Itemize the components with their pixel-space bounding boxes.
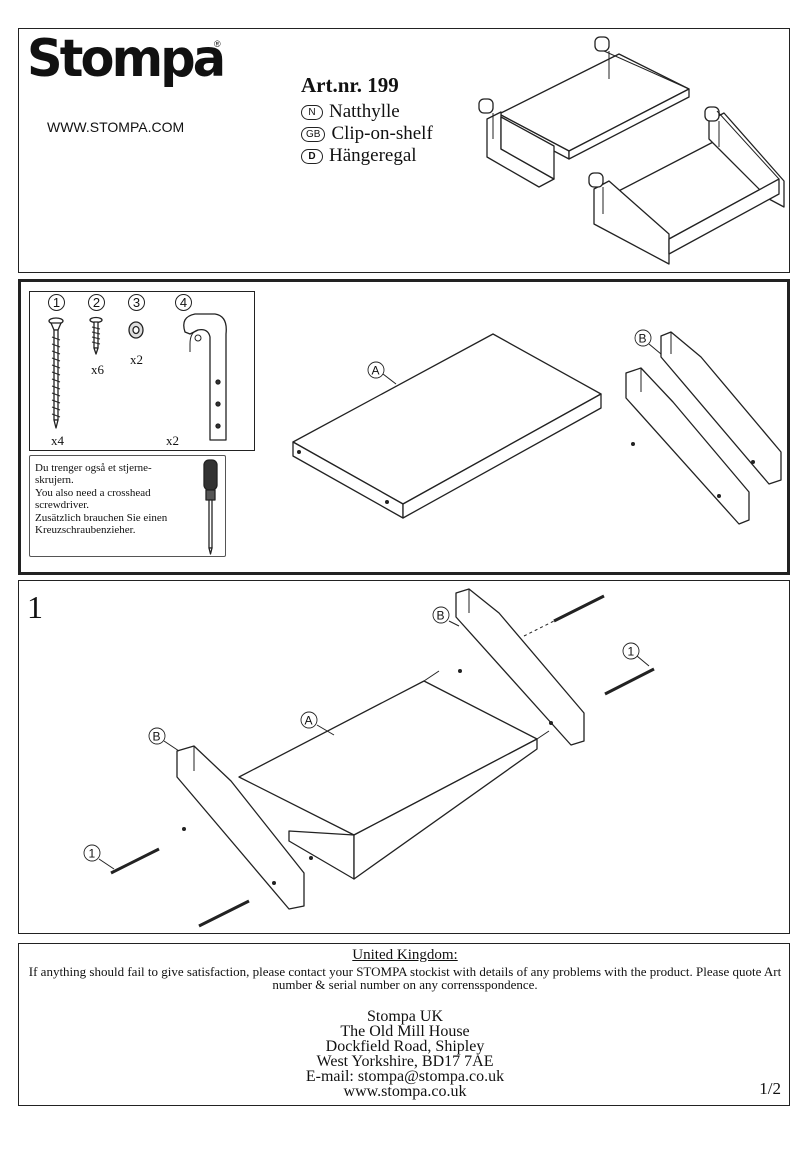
long-screw-icon: [48, 317, 64, 429]
label-b-left: B: [153, 730, 161, 744]
lang-code-badge: D: [301, 148, 323, 164]
part-qty: x6: [91, 362, 104, 377]
address-line: Dockfield Road, Shipley: [325, 1038, 485, 1055]
screw-right-top: [523, 594, 605, 637]
step-number: 1: [27, 589, 43, 625]
registered-mark: ®: [214, 39, 221, 49]
label-1-right: 1: [628, 645, 635, 659]
tool-note-en: You also need a crosshead screwdriver.: [35, 487, 151, 511]
lang-code-badge: GB: [301, 126, 326, 142]
lang-product-name: Natthylle: [329, 101, 400, 122]
part-qty: x2: [130, 352, 143, 367]
tool-note-no: Du trenger også et stjerne-skrujern.: [35, 462, 152, 486]
language-row-gb: GB Clip-on-shelf: [301, 123, 433, 145]
label-a: A: [305, 714, 313, 728]
washer-icon: [128, 321, 144, 339]
page-number: 1/2: [759, 1079, 781, 1098]
shelf-board-a: [238, 670, 550, 880]
address-line: The Old Mill House: [340, 1023, 470, 1040]
address-website: www.stompa.co.uk: [343, 1083, 467, 1100]
part-item-3: 3: [128, 294, 145, 312]
website-text: WWW.STOMPA.COM: [47, 119, 185, 135]
step1-assembly-drawing: B B A 1 1: [83, 588, 655, 928]
brand-logo: Stompa: [27, 29, 226, 89]
label-b: B: [639, 332, 647, 346]
screwdriver-icon: [203, 459, 218, 555]
hardware-list-box: 1 2 3 4 x4 x6 x2 x2: [29, 291, 255, 451]
side-panel-b-pair: B: [625, 329, 782, 525]
language-row-n: N Natthylle: [301, 101, 400, 123]
step1-panel: 1: [18, 580, 790, 934]
address-line: West Yorkshire, BD17 7AE: [316, 1053, 494, 1070]
short-screw-icon: [89, 316, 103, 355]
lang-product-name: Hängeregal: [329, 145, 417, 166]
address-email: E-mail: stompa@stompa.co.uk: [305, 1068, 505, 1085]
side-panel-b-right: [455, 588, 585, 746]
footer-panel: United Kingdom: If anything should fail …: [18, 943, 790, 1106]
part-number: 4: [175, 294, 192, 311]
language-row-d: D Hängeregal: [301, 145, 417, 167]
hanging-shelf-drawing: [478, 36, 690, 188]
footer-title: United Kingdom:: [352, 947, 458, 963]
tool-note-de: Zusätzlich brauchen Sie einen Kreuzschra…: [35, 512, 168, 536]
label-1-left: 1: [89, 847, 96, 861]
footer-notice: If anything should fail to give satisfac…: [28, 964, 782, 992]
address-line: Stompa UK: [367, 1008, 443, 1025]
part-number: 3: [128, 294, 145, 311]
label-a: A: [372, 364, 380, 378]
part-item-4: 4: [175, 294, 192, 312]
shelf-board-a: A: [292, 333, 602, 519]
tool-note-box: Du trenger også et stjerne-skrujern. You…: [29, 455, 226, 557]
parts-panel: 1 2 3 4 x4 x6 x2 x2: [18, 279, 790, 575]
part-qty: x2: [166, 433, 179, 448]
screw-right-bottom: [604, 667, 655, 696]
article-number: Art.nr. 199: [301, 73, 399, 97]
header-panel: Stompa ® WWW.STOMPA.COM Art.nr. 199 N Na…: [18, 28, 790, 273]
part-item-2: 2: [88, 294, 105, 312]
part-qty: x4: [51, 433, 64, 448]
side-panel-b-left: [176, 745, 305, 910]
screw-left-top: [110, 847, 160, 875]
lang-product-name: Clip-on-shelf: [331, 123, 433, 144]
bracket-icon: [183, 313, 227, 441]
label-b-top: B: [437, 609, 445, 623]
panel-parts-drawings: A B: [292, 329, 782, 525]
part-number: 2: [88, 294, 105, 311]
screw-left-bottom: [198, 899, 250, 928]
clip-shelf-drawing: [588, 106, 785, 265]
lang-code-badge: N: [301, 104, 323, 120]
part-number: 1: [48, 294, 65, 311]
hardware-drawings: [48, 313, 227, 441]
part-item-1: 1: [48, 294, 65, 312]
product-illustration: [478, 36, 785, 265]
